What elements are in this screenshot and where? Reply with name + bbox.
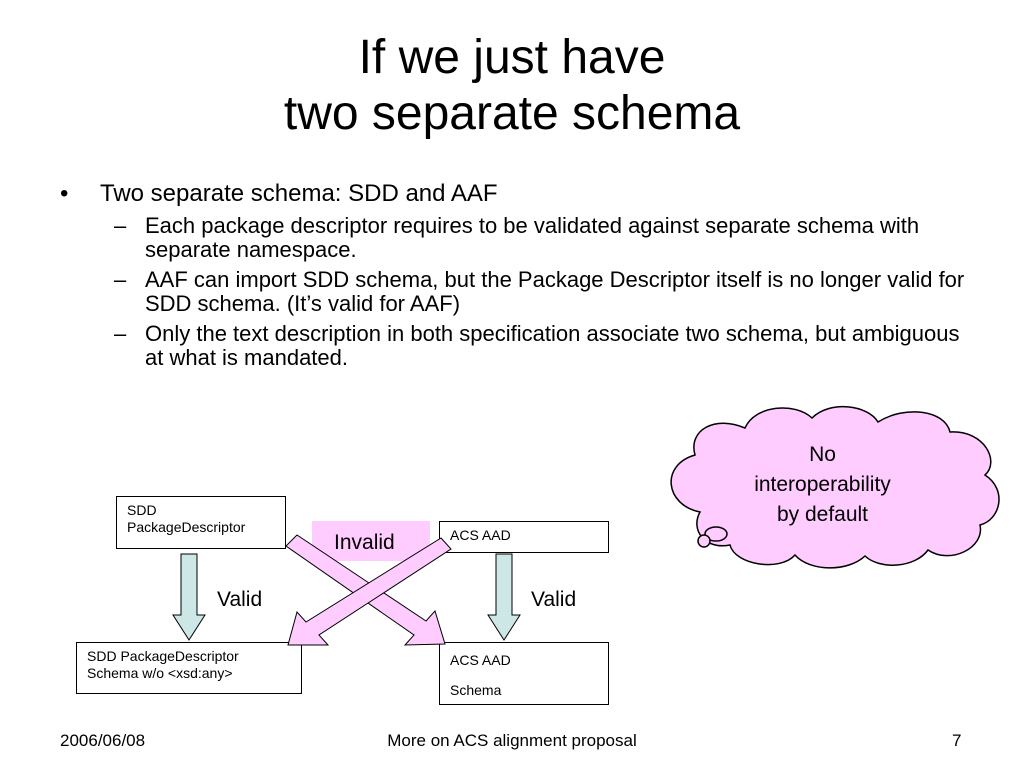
sub-bullet-text: AAF can import SDD schema, but the Packa…: [145, 267, 965, 316]
cloud-text-line-2: interoperability: [754, 473, 891, 496]
footer-page-number: 7: [952, 731, 962, 750]
sub-bullet-mark: –: [114, 213, 127, 238]
acs-schema-box-line-2: Schema: [450, 682, 502, 698]
cloud-text-line-3: by default: [776, 503, 869, 526]
footer-date: 2006/06/08: [60, 731, 146, 750]
sub-bullet-list: – Each package descriptor requires to be…: [60, 214, 980, 370]
sdd-box-line-1: SDD: [127, 502, 157, 518]
valid-arrow-right: [487, 553, 521, 641]
sdd-schema-box-line-1: SDD PackageDescriptor: [87, 648, 239, 664]
valid-label-right: Valid: [531, 588, 577, 611]
acs-box-line-1: ACS AAD: [450, 527, 511, 543]
cloud-shape: [670, 405, 1000, 569]
slide-title-line-2: two separate schema: [283, 87, 741, 140]
invalid-label: Invalid: [334, 531, 395, 554]
sub-bullet-mark: –: [114, 267, 127, 292]
thought-bubble-small: [697, 534, 711, 548]
valid-label-left: Valid: [217, 588, 263, 611]
cloud-text: No interoperability by default: [720, 440, 925, 530]
bullet-mark: •: [60, 180, 69, 207]
thought-cloud: [670, 405, 1000, 569]
acs-schema-box-line-1: ACS AAD: [450, 652, 511, 668]
sub-bullet-item: – Each package descriptor requires to be…: [60, 214, 980, 262]
cloud-text-line-1: No: [809, 443, 836, 466]
acs-aad-schema-box: ACS AAD Schema: [439, 642, 609, 705]
slide-title: If we just have two separate schema: [0, 30, 1024, 142]
invalid-arrow-to-sdd-schema: [287, 537, 452, 646]
sdd-schema-box-line-2: Schema w/o <xsd:any>: [87, 665, 233, 681]
sub-bullet-text: Each package descriptor requires to be v…: [145, 213, 920, 262]
footer-title: More on ACS alignment proposal: [387, 731, 637, 750]
slide-title-line-1: If we just have: [358, 31, 666, 84]
thought-bubble-large: [704, 526, 728, 542]
bullet-list: • Two separate schema: SDD and AAF – Eac…: [60, 180, 980, 376]
sub-bullet-item: – AAF can import SDD schema, but the Pac…: [60, 268, 980, 316]
valid-arrow-left: [172, 553, 206, 641]
acs-aad-box: ACS AAD: [439, 521, 609, 553]
sdd-schema-box: SDD PackageDescriptor Schema w/o <xsd:an…: [76, 642, 302, 694]
sdd-package-descriptor-box: SDD PackageDescriptor: [116, 496, 286, 549]
sub-bullet-mark: –: [114, 321, 127, 346]
sub-bullet-text: Only the text description in both specif…: [145, 321, 960, 370]
invalid-label-background: [312, 521, 430, 561]
sdd-box-line-2: PackageDescriptor: [127, 519, 246, 535]
bullet-item-main: • Two separate schema: SDD and AAF: [60, 180, 980, 208]
sub-bullet-item: – Only the text description in both spec…: [60, 322, 980, 370]
bullet-text-main: Two separate schema: SDD and AAF: [100, 180, 498, 207]
